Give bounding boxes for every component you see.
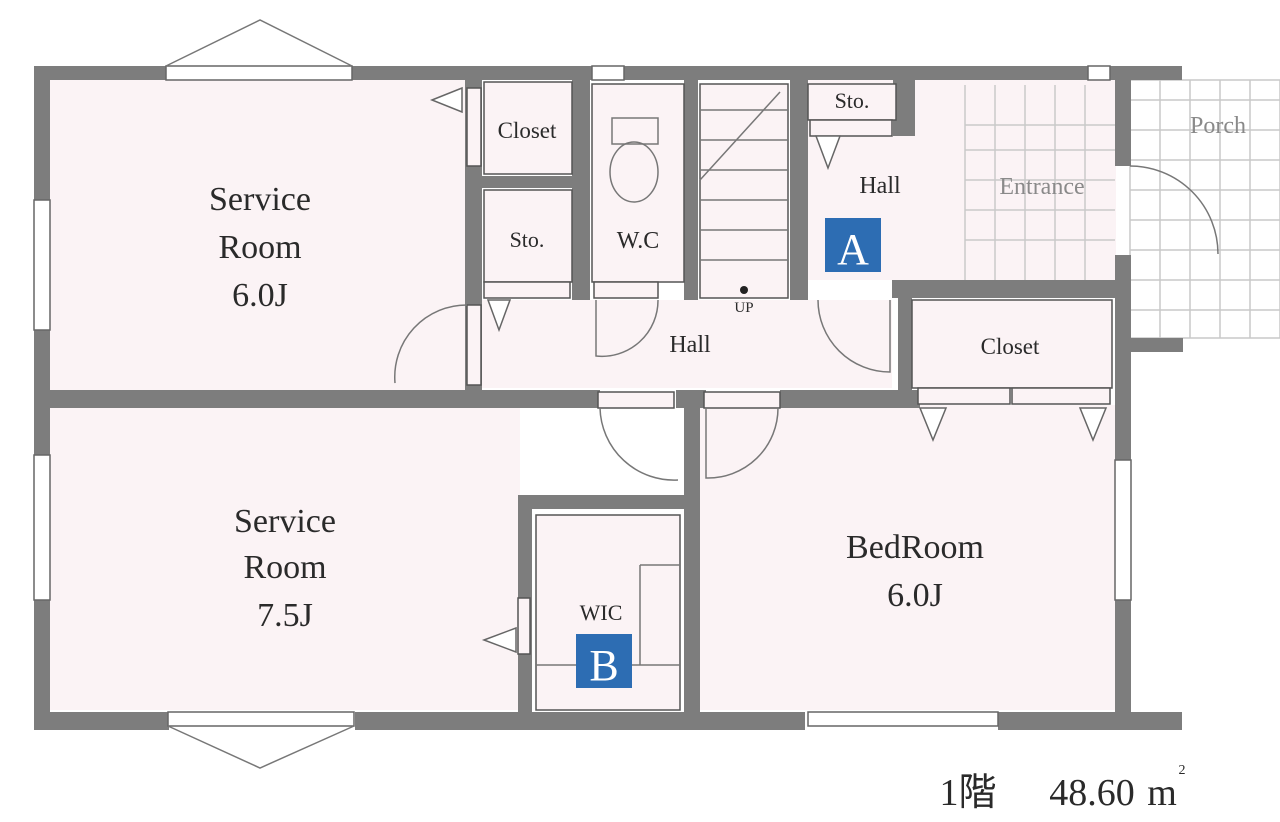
service-room-1-label-line2: Room xyxy=(218,229,301,266)
service-room-2-label-line2: Room xyxy=(243,549,326,586)
porch-label: Porch xyxy=(1190,113,1246,139)
storage-2-label: Sto. xyxy=(835,88,870,113)
entrance-label: Entrance xyxy=(999,174,1084,200)
service-room-1-size: 6.0J xyxy=(232,277,288,314)
closet-1-label: Closet xyxy=(498,118,557,143)
porch-tiles xyxy=(1129,79,1280,339)
closet-2-label: Closet xyxy=(981,334,1040,359)
wc-label: W.C xyxy=(617,228,659,254)
service-room-2-size: 7.5J xyxy=(257,597,313,634)
floor-area-caption: 1階 48.60 m 2 xyxy=(939,763,1185,814)
floor-area-unit: m xyxy=(1147,772,1177,814)
marker-b-box xyxy=(576,634,632,688)
marker-a: A xyxy=(825,218,881,274)
entrance-tiles xyxy=(964,85,1115,280)
doors xyxy=(394,86,1219,655)
room-floors xyxy=(50,80,1116,710)
marker-b-label: B xyxy=(589,641,618,690)
floor-area-value: 48.60 xyxy=(1049,772,1135,814)
marker-a-box xyxy=(825,218,881,272)
room-labels: Service Room 6.0J Service Room 7.5J BedR… xyxy=(209,88,1246,634)
floor-number: 1階 xyxy=(939,772,996,814)
service-room-1-label-line1: Service xyxy=(209,181,311,218)
windows xyxy=(33,19,1132,769)
bedroom-label: BedRoom xyxy=(846,529,984,566)
wic-label: WIC xyxy=(580,600,623,625)
hall-upper-label: Hall xyxy=(859,173,901,199)
storage-1-label: Sto. xyxy=(510,227,545,252)
stairs-up-label: UP xyxy=(734,300,753,316)
service-room-2-label-line1: Service xyxy=(234,503,336,540)
floor-area-superscript: 2 xyxy=(1179,763,1186,778)
marker-b: B xyxy=(576,634,632,690)
stairs xyxy=(699,83,789,299)
bedroom-size: 6.0J xyxy=(887,577,943,614)
marker-a-label: A xyxy=(837,225,869,274)
hall-lower-label: Hall xyxy=(669,332,711,358)
walls xyxy=(34,66,1183,730)
